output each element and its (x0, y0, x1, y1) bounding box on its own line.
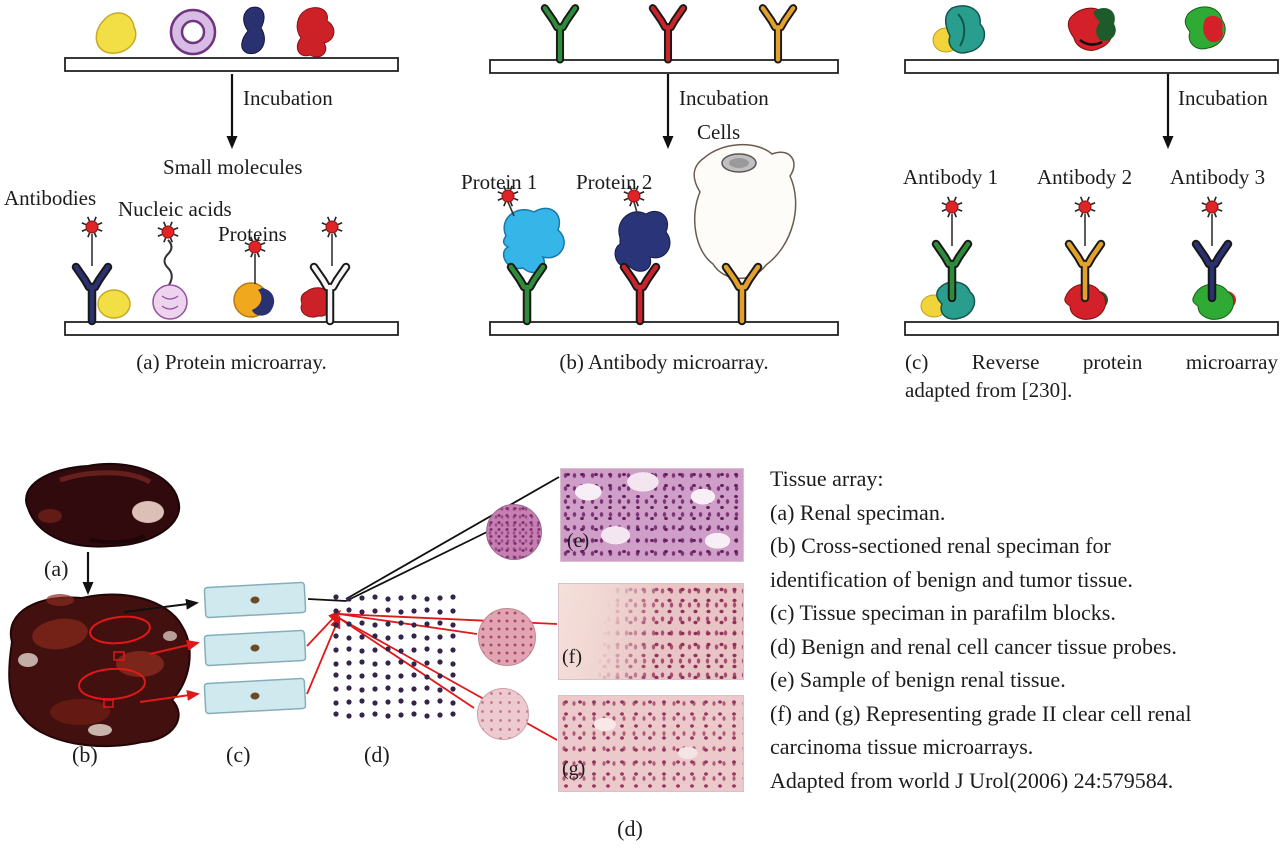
incubation-arrows (226, 74, 1174, 149)
reverse-array-protein-clusters (920, 5, 1236, 320)
protein-1-label: Protein 1 (461, 170, 538, 194)
proteins-label: Proteins (218, 222, 287, 246)
antibody-2-label: Antibody 2 (1037, 165, 1133, 189)
antibody-3-label: Antibody 3 (1170, 165, 1266, 189)
small-molecule-shapes (95, 6, 335, 58)
legend-line: identification of benign and tumor tissu… (770, 566, 1133, 592)
nucleic-acids-label: Nucleic acids (118, 197, 232, 221)
tissue-spot-carcinoma-1 (478, 608, 536, 666)
carcinoma-tissue-image-g (558, 695, 744, 792)
legend-line: Tissue array: (770, 466, 884, 491)
caption-panel-d: (d) (617, 816, 643, 841)
caption-panel-c-line-2: adapted from [230]. (905, 378, 1073, 402)
cells-label: Cells (697, 120, 741, 144)
cell-icon (693, 143, 797, 280)
legend-line: (e) Sample of benign renal tissue. (770, 667, 1066, 692)
carcinoma-tissue-image-f (558, 583, 744, 680)
antibody-icon (931, 239, 973, 303)
legend-line: (d) Benign and renal cell cancer tissue … (770, 633, 1177, 659)
legend-line: carcinoma tissue microarrays. (770, 734, 1034, 759)
detection-tag-icons (81, 185, 1223, 258)
detection-tag-icon (497, 185, 519, 207)
caption-panel-b: (b) Antibody microarray. (559, 350, 769, 374)
detection-tag-icon (941, 196, 963, 218)
step-c-label: (c) (226, 742, 251, 767)
image-f-label: (f) (562, 646, 582, 668)
detection-tag-icon (623, 185, 645, 207)
tumor-region-circle (89, 615, 151, 645)
antibody-icon (506, 262, 548, 326)
antibody-icon (648, 4, 688, 64)
tissue-spot-carcinoma-2 (477, 688, 529, 740)
tissue-array-legend: Tissue array: (a) Renal speciman. (b) Cr… (770, 462, 1280, 797)
detection-tag-icon (321, 216, 343, 238)
microarray-slide-bars (64, 57, 1279, 336)
cross-sectioned-specimen-image (8, 593, 191, 748)
antibodies-label: Antibodies (4, 186, 97, 210)
legend-line: Adapted from world J Urol(2006) 24:57958… (770, 767, 1174, 793)
legend-line: (f) and (g) Representing grade II clear … (770, 700, 1192, 726)
protein-microarray-complexes (97, 239, 333, 320)
antibody-icon (1064, 239, 1106, 303)
legend-line: (c) Tissue speciman in parafilm blocks. (770, 600, 1116, 625)
legend-line: (b) Cross-sectioned renal speciman for (770, 533, 1111, 558)
benign-renal-tissue-image (560, 468, 744, 562)
protein-2-label: Protein 2 (576, 170, 653, 194)
tissue-probe-dot-array (333, 594, 456, 719)
tag-linkers (91, 201, 1213, 284)
image-g-label: (g) (562, 758, 586, 780)
antibody-icons (71, 4, 1233, 326)
workflow-connectors (123, 476, 560, 741)
incubation-label-b: Incubation (679, 86, 769, 110)
tissue-spot-benign (486, 504, 542, 560)
antibody-microarray-complexes (502, 143, 797, 280)
step-d-label: (d) (364, 742, 390, 767)
antibody-icon (721, 262, 763, 326)
antibody-1-label: Antibody 1 (903, 165, 999, 189)
step-b-label: (b) (72, 742, 98, 767)
image-e-label: (e) (567, 530, 590, 552)
detection-tag-icon (244, 236, 266, 258)
detection-tag-icon (1201, 196, 1223, 218)
small-molecules-label: Small molecules (163, 155, 303, 179)
tumor-region-circle (78, 667, 146, 701)
antibody-icon (540, 4, 580, 64)
step-a-label: (a) (44, 556, 69, 581)
caption-panel-a: (a) Protein microarray. (136, 350, 327, 374)
detection-tag-icon (1074, 196, 1096, 218)
parafilm-block-slides (203, 581, 307, 715)
antibody-icon (71, 262, 113, 326)
caption-panel-c-line-1: (c) Reverse protein microarray (905, 350, 1278, 374)
incubation-label-a: Incubation (243, 86, 333, 110)
antibody-icon (309, 262, 351, 326)
detection-tag-icon (157, 221, 179, 243)
antibody-icon (619, 262, 661, 326)
antibody-icon (758, 4, 798, 64)
renal-specimen-image (25, 462, 181, 548)
incubation-label-c: Incubation (1178, 86, 1268, 110)
detection-tag-icon (81, 216, 103, 238)
antibody-icon (1191, 239, 1233, 303)
legend-line: (a) Renal speciman. (770, 499, 946, 525)
